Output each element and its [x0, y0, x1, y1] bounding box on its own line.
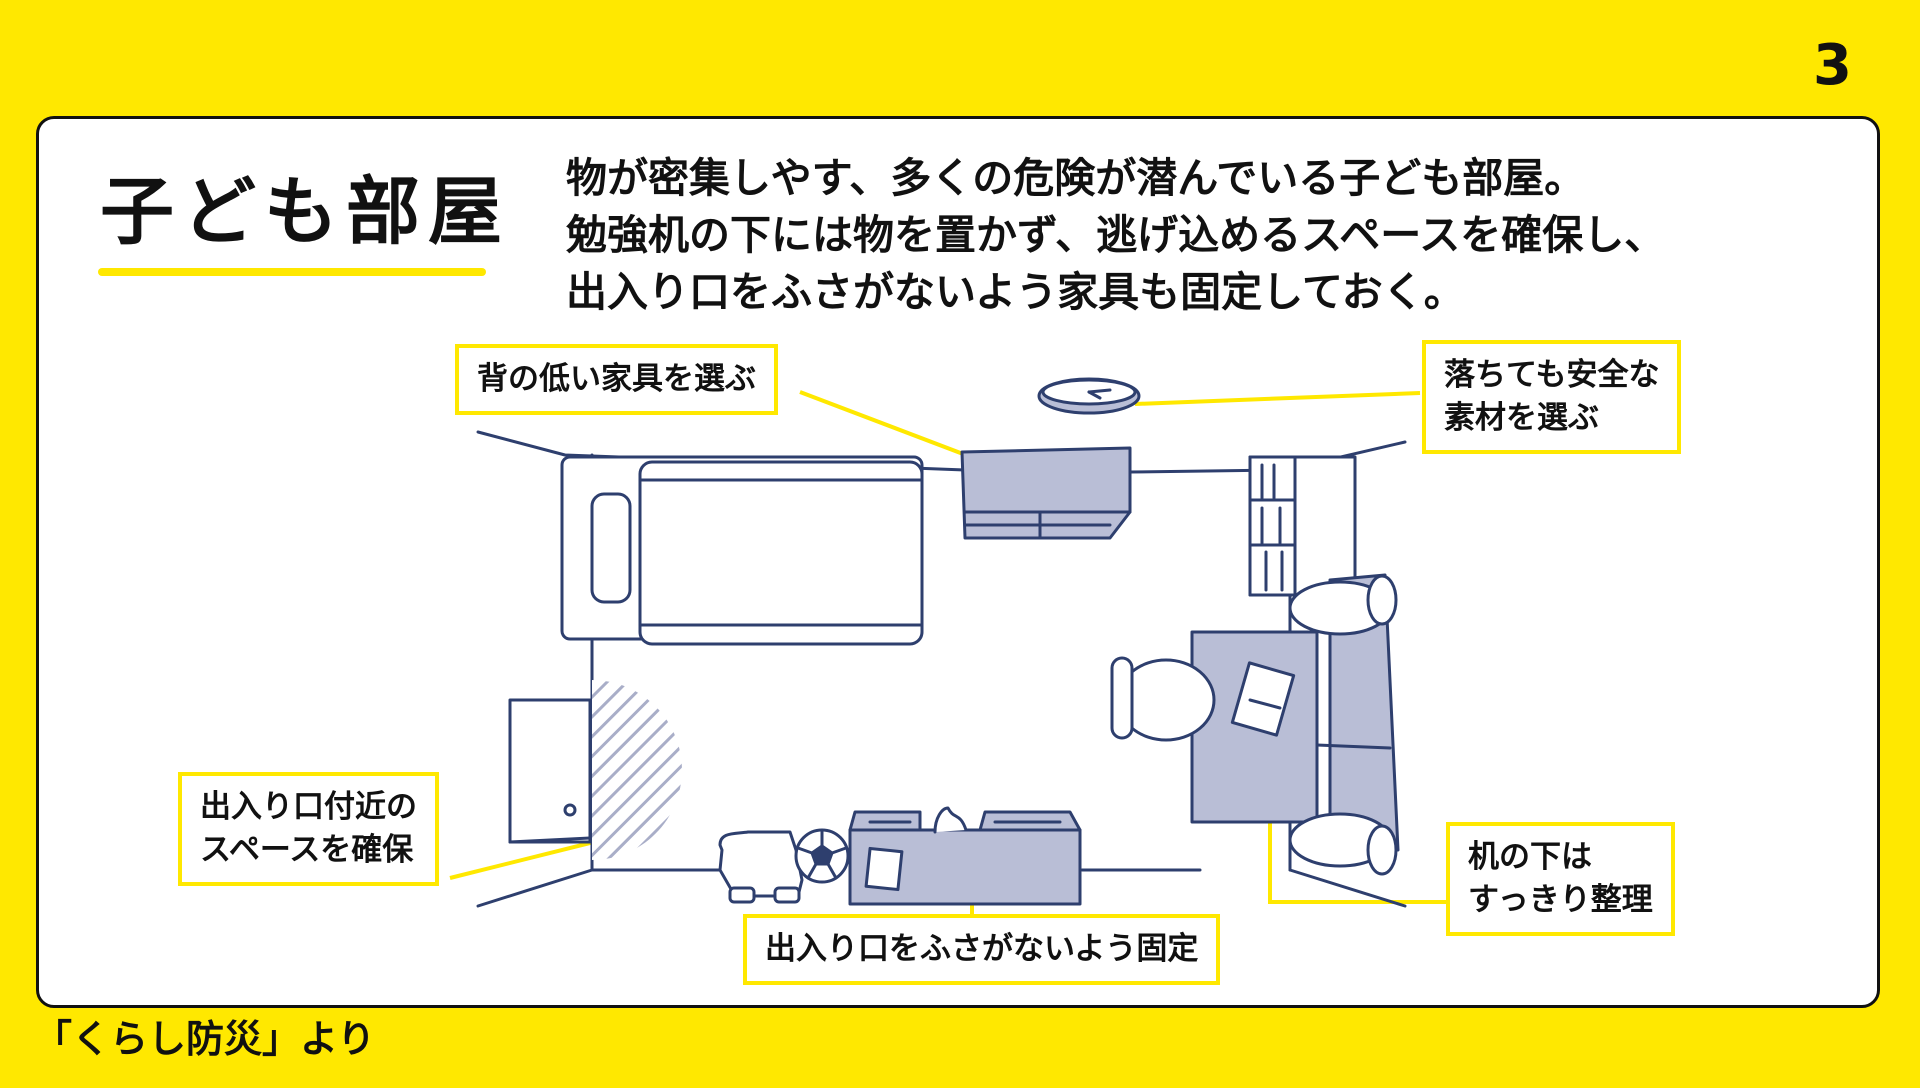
- intro-line: 勉強机の下には物を置かず、逃げ込めるスペースを確保し、: [566, 211, 1666, 259]
- callout-line: 出入り口付近の: [200, 789, 417, 825]
- callout-fix-furniture: 出入り口をふさがないよう固定: [743, 914, 1221, 985]
- bookcase-icon: [1248, 455, 1357, 597]
- door-icon: [508, 698, 592, 844]
- callout-line: 素材を選ぶ: [1444, 400, 1599, 436]
- callout-line: すっきり整理: [1468, 882, 1653, 918]
- chair-icon: [1110, 656, 1216, 742]
- soccer-ball-icon: [794, 828, 850, 884]
- callout-safe-material: 落ちても安全な 素材を選ぶ: [1422, 340, 1682, 454]
- callout-line: 背の低い家具を選ぶ: [477, 361, 756, 397]
- shelf-icon: [960, 446, 1132, 540]
- bed-icon: [560, 455, 924, 646]
- page-title: 子ども部屋: [100, 169, 510, 255]
- toy-box-icon: [848, 806, 1082, 906]
- callout-line: 出入り口をふさがないよう固定: [765, 931, 1199, 967]
- source-credit: 「くらし防災」より: [34, 1017, 376, 1061]
- callout-entrance-space: 出入り口付近の スペースを確保: [178, 772, 439, 886]
- title-underline: [98, 268, 486, 276]
- toy-car-icon: [718, 830, 804, 904]
- intro-line: 物が密集しやす、多くの危険が潜んでいる子ども部屋。: [566, 154, 1586, 202]
- page-number: 3: [1813, 33, 1852, 98]
- callout-line: 机の下は: [1468, 839, 1592, 875]
- entrance-clearance-area: [592, 680, 682, 860]
- callout-low-furniture: 背の低い家具を選ぶ: [455, 344, 778, 415]
- intro-line: 出入り口をふさがないよう家具も固定しておく。: [566, 268, 1465, 316]
- callout-line: スペースを確保: [200, 832, 414, 868]
- callout-under-desk: 机の下は すっきり整理: [1446, 822, 1675, 936]
- callout-line: 落ちても安全な: [1444, 357, 1660, 393]
- wall-clock-icon: [1037, 377, 1141, 415]
- intro-text: 物が密集しやす、多くの危険が潜んでいる子ども部屋。 勉強机の下には物を置かず、逃…: [566, 150, 1766, 321]
- desk-icon: [1190, 573, 1400, 876]
